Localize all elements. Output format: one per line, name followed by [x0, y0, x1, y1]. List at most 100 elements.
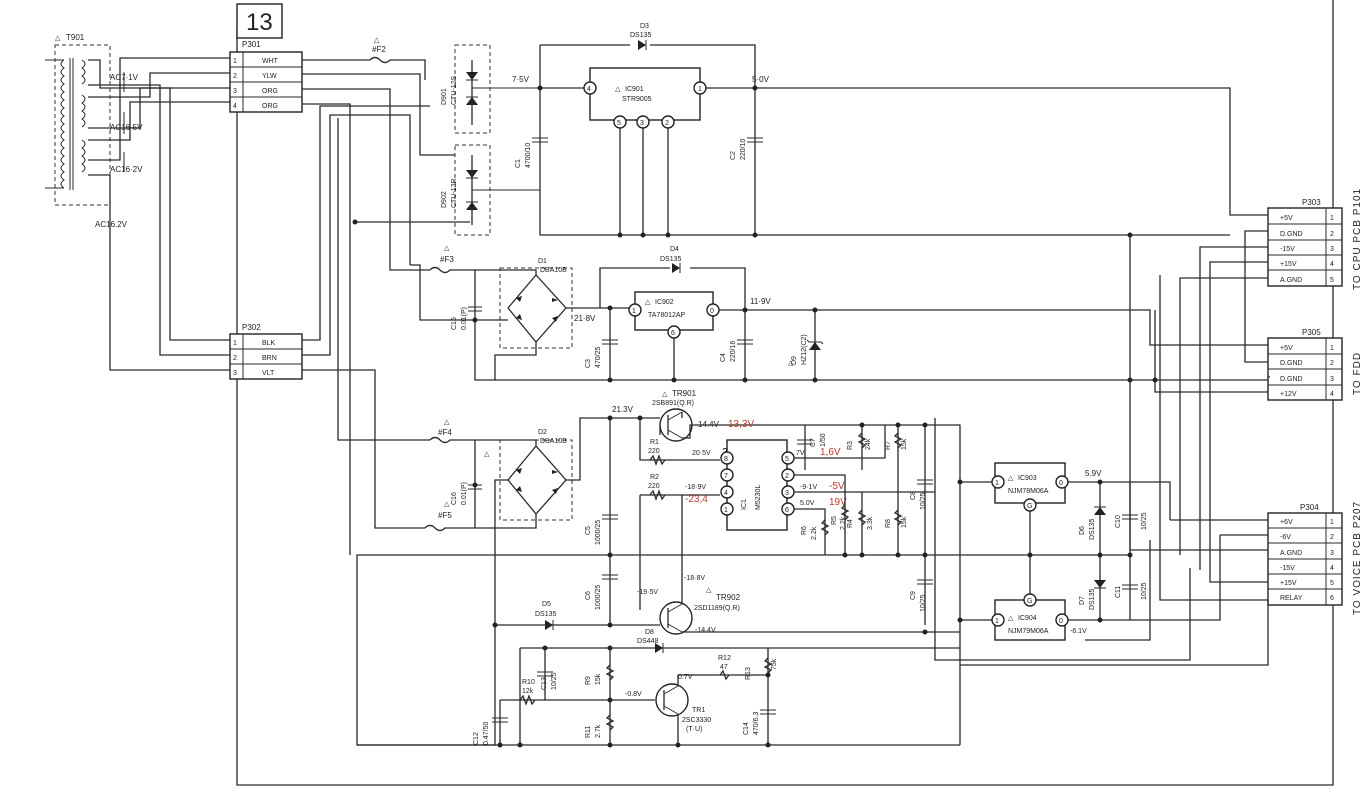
resistor-r8: R8 15k: [885, 470, 908, 555]
svg-text:75k: 75k: [771, 658, 778, 670]
resistor-r11: R11 2.7k: [585, 714, 615, 738]
cap-c2: C2 220/10: [730, 90, 763, 235]
svg-text:△: △: [1008, 615, 1014, 622]
svg-text:D5: D5: [542, 601, 551, 608]
svg-text:C13: C13: [541, 677, 548, 690]
svg-text:DS135: DS135: [1089, 518, 1096, 540]
svg-text:+15V: +15V: [1280, 261, 1297, 268]
svg-text:△: △: [662, 391, 668, 398]
svg-text:-18·9V: -18·9V: [685, 484, 706, 491]
svg-text:NJM78M06A: NJM78M06A: [1008, 488, 1049, 495]
svg-text:0.7V: 0.7V: [678, 674, 693, 681]
svg-text:1: 1: [995, 618, 999, 625]
svg-text:D3: D3: [640, 23, 649, 30]
svg-text:-0.8V: -0.8V: [625, 691, 642, 698]
svg-text:C2: C2: [730, 151, 737, 160]
resistor-r2: R2 220: [640, 474, 720, 501]
svg-text:1: 1: [1330, 215, 1334, 222]
ic902: 1 0 6 △ IC902 TA78012AP: [628, 291, 720, 339]
svg-text:C10: C10: [1115, 515, 1122, 528]
svg-text:D4: D4: [670, 246, 679, 253]
svg-text:△: △: [444, 245, 450, 252]
svg-text:C3: C3: [585, 359, 592, 368]
svg-text:24k: 24k: [865, 438, 872, 450]
svg-text:8: 8: [724, 456, 728, 463]
svg-text:G: G: [1027, 503, 1032, 510]
resistor-r1: R1 220: [648, 439, 666, 466]
svg-text:P303: P303: [1302, 198, 1321, 207]
svg-text:4: 4: [233, 103, 237, 110]
diode-d7: D7 DS135: [1079, 555, 1106, 620]
svg-text:DS135: DS135: [630, 32, 652, 39]
svg-text:YLW: YLW: [262, 73, 277, 80]
svg-text:TR902: TR902: [716, 593, 741, 602]
svg-text:5.0V: 5.0V: [800, 500, 815, 507]
svg-text:R9: R9: [585, 676, 592, 685]
svg-text:NJM79M06A: NJM79M06A: [1008, 628, 1049, 635]
svg-text:10/25: 10/25: [1141, 582, 1148, 600]
svg-text:R3: R3: [847, 441, 854, 450]
svg-text:R2: R2: [650, 474, 659, 481]
svg-text:△: △: [444, 419, 450, 426]
svg-text:D8: D8: [645, 629, 654, 636]
svg-text:470/25: 470/25: [595, 346, 602, 368]
svg-text:△: △: [444, 501, 450, 508]
svg-text:1000/25: 1000/25: [595, 520, 602, 545]
svg-text:D2: D2: [538, 429, 547, 436]
svg-text:2: 2: [1330, 534, 1334, 541]
svg-text:2: 2: [785, 473, 789, 480]
svg-text:220/16: 220/16: [730, 340, 737, 362]
svg-text:D.GND: D.GND: [1280, 376, 1303, 383]
svg-text:D.GND: D.GND: [1280, 360, 1303, 367]
svg-text:220/10: 220/10: [740, 138, 747, 160]
svg-text:7V: 7V: [796, 450, 805, 457]
svg-text:D1: D1: [538, 258, 547, 265]
svg-text:DS135: DS135: [535, 611, 557, 618]
cap-c5: C5 1000/25: [585, 418, 618, 555]
svg-text:10/25: 10/25: [920, 594, 927, 612]
diode-d902: D902 CTU-12R: [441, 144, 540, 236]
svg-text:R5: R5: [831, 516, 838, 525]
svg-text:1: 1: [1330, 345, 1334, 352]
svg-text:C5: C5: [585, 526, 592, 535]
cap-c15: C15 0.01(P): [451, 306, 482, 330]
svg-text:0: 0: [1059, 618, 1063, 625]
connector-p302: P302 1 BLK 2 BRN 3 VLT: [229, 323, 303, 380]
svg-text:R1: R1: [650, 439, 659, 446]
svg-text:2.2k: 2.2k: [840, 516, 847, 530]
svg-text:STR9005: STR9005: [622, 96, 652, 103]
svg-text:0.01(P): 0.01(P): [461, 482, 468, 505]
svg-text:3: 3: [785, 490, 789, 497]
resistor-r10: R10 12k: [500, 679, 610, 706]
svg-text:TO VOICE PCB P207: TO VOICE PCB P207: [1352, 501, 1363, 615]
svg-text:1: 1: [698, 86, 702, 93]
svg-text:-15V: -15V: [1280, 565, 1295, 572]
svg-text:BRN: BRN: [262, 355, 277, 362]
sheet-number-box: [236, 3, 283, 39]
svg-text:21·8V: 21·8V: [574, 314, 596, 323]
cap-c4: C4 220/16: [720, 310, 753, 380]
svg-text:CTU-12S: CTU-12S: [451, 75, 458, 105]
svg-text:2.7k: 2.7k: [595, 724, 602, 738]
svg-text:+5V: +5V: [1280, 345, 1293, 352]
svg-text:1000/25: 1000/25: [595, 585, 602, 610]
fuse-f3: △ #F3: [429, 245, 475, 274]
svg-text:47: 47: [720, 664, 728, 671]
svg-text:D7: D7: [1079, 596, 1086, 605]
svg-text:5: 5: [785, 456, 789, 463]
svg-text:12k: 12k: [522, 688, 534, 695]
svg-text:C16: C16: [451, 492, 458, 505]
svg-text:5.9V: 5.9V: [1085, 469, 1102, 478]
annotation-neg-23-4: -23,4: [685, 494, 708, 505]
resistor-r6: R6 2.2k: [801, 519, 830, 540]
junctions: [352, 85, 1158, 748]
svg-text:3: 3: [1330, 376, 1334, 383]
svg-text:IC902: IC902: [655, 299, 674, 306]
svg-text:△: △: [615, 86, 621, 93]
svg-text:0: 0: [710, 308, 714, 315]
svg-text:P305: P305: [1302, 328, 1321, 337]
svg-text:6: 6: [785, 507, 789, 514]
svg-text:2: 2: [233, 73, 237, 80]
annotation-13-3v: 13,3V: [728, 419, 754, 430]
